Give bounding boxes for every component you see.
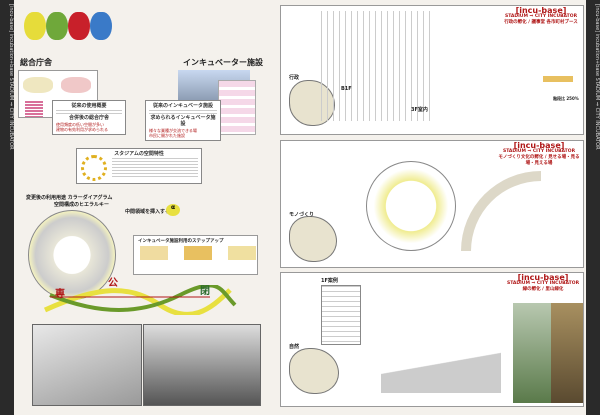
panel-header: [incu-base] STADIUM ⇒ CITY INCUBATOR 行政の… [501,6,581,26]
panel-header: [incu-base] STADIUM ⇒ CITY INCUBATOR モノづ… [496,141,582,167]
section-bar [543,76,573,82]
panel-subtitle: STADIUM ⇒ CITY INCUBATOR [506,281,580,286]
box-subtitle: 求められるインキュベータ施設 [150,115,216,127]
panel-subtitle: STADIUM ⇒ CITY INCUBATOR [502,149,576,154]
blue-egg [90,12,112,40]
map-label: 行政 [289,75,300,81]
gov-info-box: 従来の使用概要 合併後の総合庁舎 使用頻度の低い空間が多い 建物の有効利用が求め… [52,100,126,135]
diagram-title: 変更後の利用用途 カラーダイアグラム [26,195,113,201]
seating-section [461,171,541,251]
box-item: 建物の有効利用が求められる [56,127,108,132]
panel-desc: 行政の孵化 / 議事堂 各市町村ブース [504,20,578,25]
interior-rendering [32,324,142,406]
box-title: 従来のインキュベータ施設 [152,103,213,109]
map-label: モノづくり [289,212,315,218]
floor-label: B1F [341,86,352,92]
panel-subtitle: STADIUM ⇒ CITY INCUBATOR [504,14,578,19]
yellow-egg [24,12,46,40]
diagram-subtitle: 空間構成のヒエラルキー [54,202,110,208]
green-egg [46,12,68,40]
panel-administration: 行政 B1F 3F室内 [incu-base] STADIUM ⇒ CITY I… [280,5,584,135]
step-up-panel: インキュベータ施設利用のステップアップ [133,235,258,275]
box-item: 市民に開かれた施設 [149,133,185,138]
stadium-color-diagram [28,210,116,300]
box-item: 使用頻度の低い空間が多い [56,122,104,127]
map-label: 自然 [289,344,300,350]
meeting-photo [143,324,261,406]
title-gov: 総合庁舎 [20,58,52,67]
insert-label: 中間領域を挿入する [125,209,171,215]
panel-desc: モノづくり文化の孵化 / 見せる場・見る場・見える場 [498,155,580,166]
private-label: 専 [55,289,65,300]
box-item: 様々な業種が交流できる場 [149,128,197,133]
red-egg [68,12,90,40]
photo-interior [551,303,583,403]
brand: [incu-base] [515,6,567,15]
box-subtitle: 合併後の総合庁舎 [68,115,109,121]
brand: [incu-base] [517,273,569,282]
floor-label: 3F室内 [411,107,428,113]
step-up-title: インキュベータ施設利用のステップアップ [138,239,224,244]
brand: [incu-base] [513,141,565,150]
box-title: スタジアムの空間特性 [114,151,164,157]
panel-monozukuri: モノづくり [incu-base] STADIUM ⇒ CITY INCUBAT… [280,140,584,268]
stadium-plan [366,161,456,251]
panel-nature: 自然 1F案例 [incu-base] STADIUM ⇒ CITY INCUB… [280,272,584,407]
box-title: 従来の使用概要 [71,103,107,109]
alpha-badge: α [166,204,180,216]
right-sidebar: [incu-base] incubation+base STADIUM ⇒ CI… [586,0,600,415]
stadium-box: スタジアムの空間特性 [76,148,202,184]
photo-green [513,303,551,403]
panel-desc: 緑の孵化 / 里山緑化 [522,287,564,292]
floor-label: 1F案例 [321,278,338,284]
flow-curves [43,285,237,315]
closed-label: 閉 [200,286,210,297]
region-map [289,216,337,262]
left-sidebar: [incu-base] incubation+base STADIUM ⇒ CI… [0,0,14,415]
title-incu: インキュベーター施設 [183,58,263,67]
section-drawing [381,333,501,393]
plan-drawing [321,11,431,121]
floor-plan [321,285,361,345]
public-label: 公 [108,278,118,289]
region-map [289,348,339,394]
ratio-label: 階段比 250% [553,96,579,101]
incubator-plan [218,80,256,135]
incu-info-box: 従来のインキュベータ施設 求められるインキュベータ施設 様々な業種が交流できる場… [145,100,221,141]
panel-header: [incu-base] STADIUM ⇒ CITY INCUBATOR 緑の孵… [503,273,583,293]
